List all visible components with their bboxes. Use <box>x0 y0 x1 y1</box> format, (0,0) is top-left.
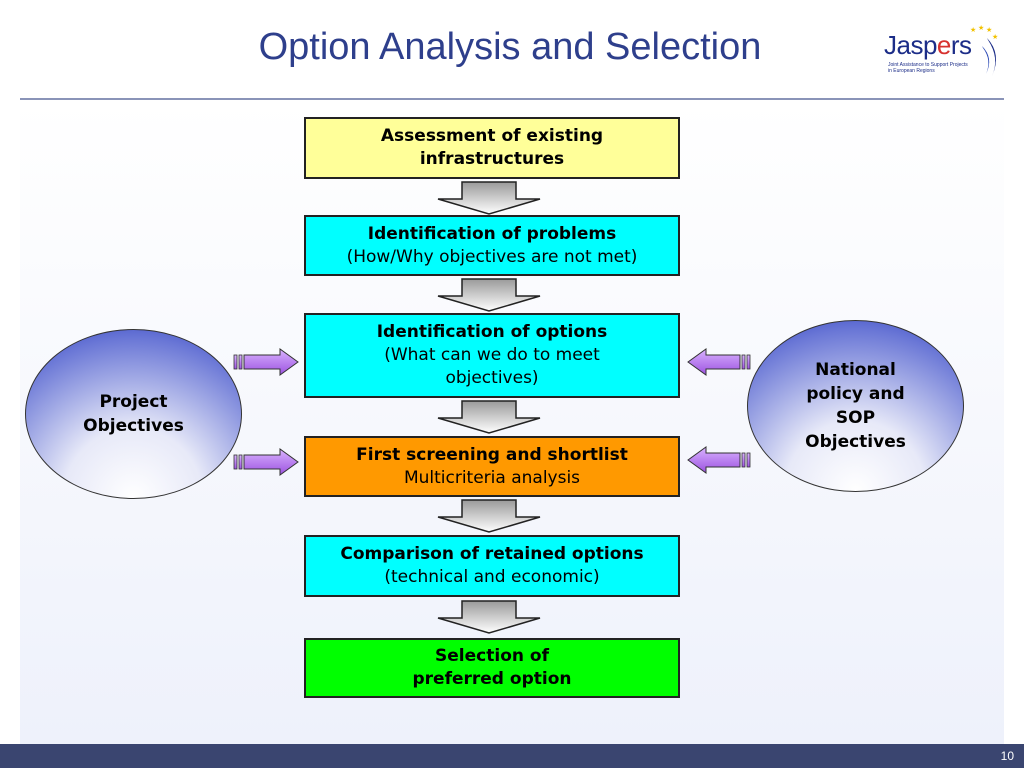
right-arrow-upper <box>233 348 299 376</box>
svg-text:★: ★ <box>978 24 984 32</box>
down-arrow-5 <box>437 600 541 634</box>
left-arrow-upper <box>687 348 751 376</box>
down-arrow-3 <box>437 400 541 434</box>
right-arrow-lower <box>233 448 299 476</box>
page-number: 10 <box>1000 749 1014 763</box>
eu-stars-icon: ★ ★ ★ ★ <box>970 24 998 76</box>
flow-box-assessment: Assessment of existing infrastructures <box>304 117 680 179</box>
svg-text:★: ★ <box>986 26 992 34</box>
svg-text:★: ★ <box>970 26 976 34</box>
flow-box-selection: Selection of preferred option <box>304 638 680 698</box>
flow-box-problems: Identification of problems (How/Why obje… <box>304 215 680 276</box>
flow-box-options: Identification of options (What can we d… <box>304 313 680 398</box>
left-arrow-lower <box>687 446 751 474</box>
down-arrow-2 <box>437 278 541 312</box>
slide-title: Option Analysis and Selection <box>258 26 762 68</box>
flow-box-comparison: Comparison of retained options (technica… <box>304 535 680 597</box>
title-divider <box>20 98 1004 100</box>
national-policy-circle: National policy and SOP Objectives <box>747 320 964 492</box>
svg-text:★: ★ <box>992 33 998 41</box>
down-arrow-4 <box>437 499 541 533</box>
project-objectives-circle: Project Objectives <box>25 329 242 499</box>
down-arrow-1 <box>437 181 541 215</box>
jaspers-logo: Jaspers Joint Assistance to Support Proj… <box>884 24 1008 84</box>
footer-bar: 10 <box>0 744 1024 768</box>
flow-box-screening: First screening and shortlist Multicrite… <box>304 436 680 497</box>
